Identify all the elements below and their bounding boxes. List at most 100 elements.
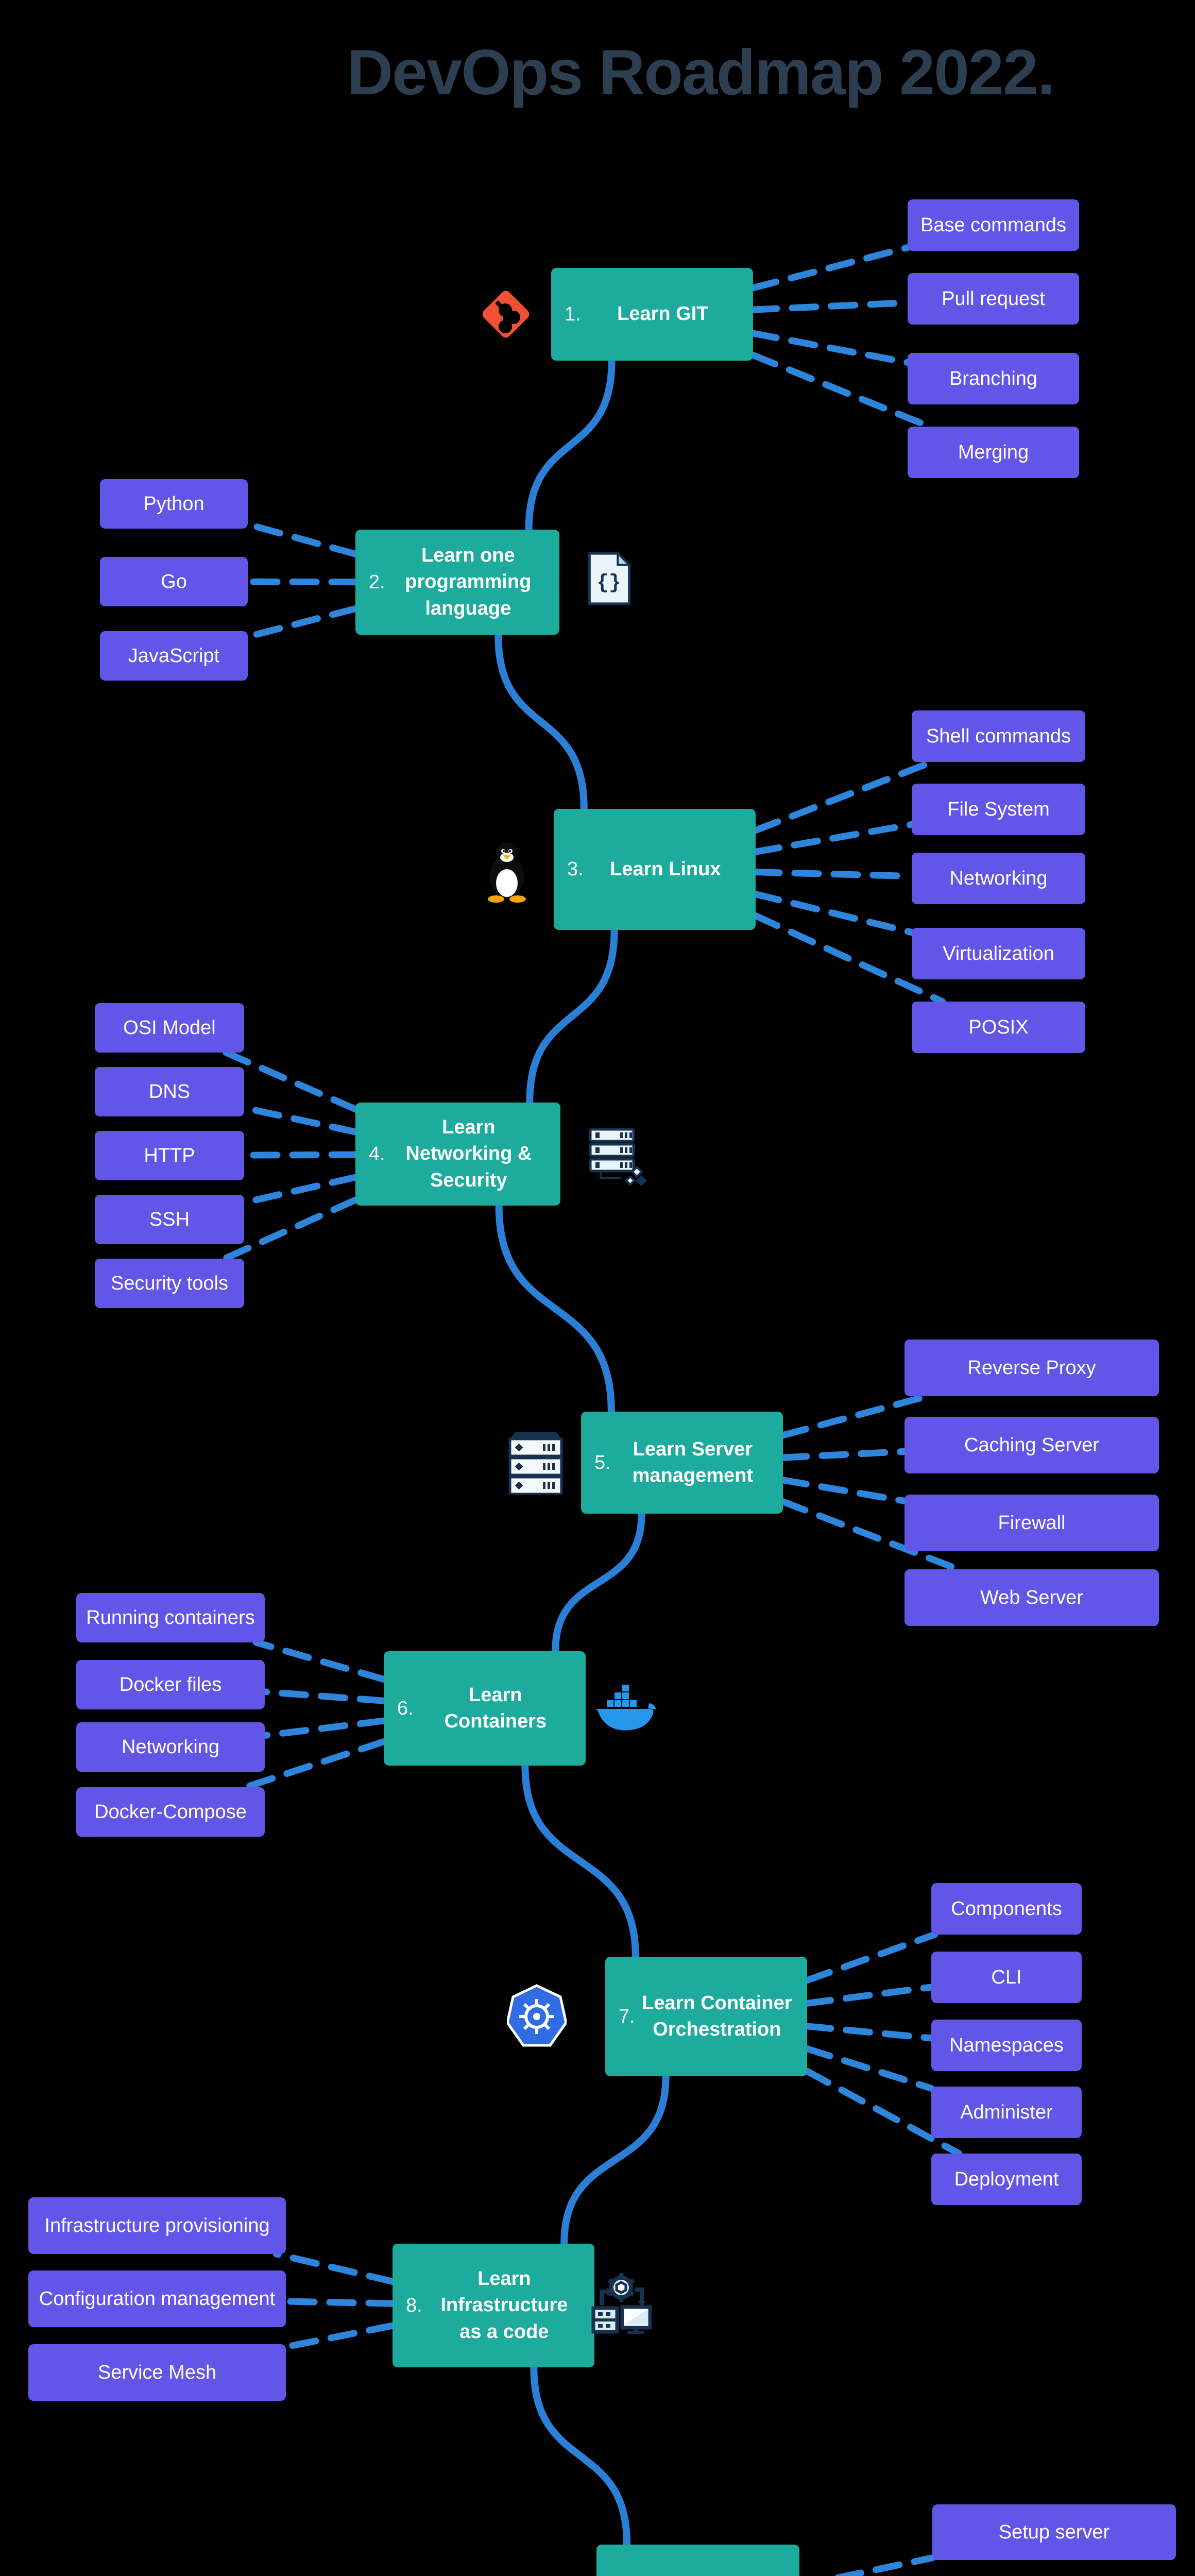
satellite-security-tools: Security tools xyxy=(95,1259,244,1308)
satellite-label: Deployment xyxy=(954,2168,1059,2190)
git-icon xyxy=(477,284,535,344)
satellite-posix: POSIX xyxy=(912,1002,1085,1053)
page-title: DevOps Roadmap 2022. xyxy=(347,37,1055,108)
node-title: Learn Server management xyxy=(632,1438,754,1486)
satellite-base-commands: Base commands xyxy=(908,199,1079,251)
satellite-label: Docker-Compose xyxy=(94,1801,247,1823)
node-title: Learn GIT xyxy=(617,303,709,325)
node-learn-git: 1. Learn GIT xyxy=(551,268,753,361)
satellite-label: Caching Server xyxy=(964,1434,1099,1456)
satellite-label: Components xyxy=(951,1897,1062,1920)
node-learn-container-orchestration: 7. Learn Container Orchestration xyxy=(605,1957,807,2076)
satellite-firewall: Firewall xyxy=(904,1495,1159,1551)
satellite-ssh: SSH xyxy=(95,1195,244,1244)
satellite-label: DNS xyxy=(148,1080,191,1103)
server-stack-icon xyxy=(507,1425,565,1495)
satellite-label: Reverse Proxy xyxy=(967,1357,1096,1379)
satellite-administer: Administer xyxy=(931,2087,1082,2138)
satellite-virtualization: Virtualization xyxy=(912,928,1085,979)
satellite-label: Merging xyxy=(958,441,1029,463)
satellite-label: Branching xyxy=(949,367,1038,389)
satellite-branching: Branching xyxy=(908,353,1079,404)
docker-icon xyxy=(593,1681,656,1732)
node-title: Learn Infrastructure as a code xyxy=(440,2268,568,2343)
satellite-docker-compose: Docker-Compose xyxy=(76,1787,265,1837)
cicd-loop-icon: CODE PLAN RELEASE BUILD TEST DEPLOY OPER… xyxy=(452,2573,579,2576)
linux-tux-icon xyxy=(481,839,533,903)
satellite-label: Shell commands xyxy=(926,725,1071,747)
satellite-label: POSIX xyxy=(968,1016,1029,1038)
kubernetes-icon xyxy=(507,1984,567,2049)
node-learn-infrastructure-as-code: 8. Learn Infrastructure as a code xyxy=(392,2244,594,2367)
satellite-label: Pull request xyxy=(942,287,1045,310)
satellite-label: Networking xyxy=(949,867,1048,889)
satellite-label: Service Mesh xyxy=(97,2361,217,2383)
node-number: 8. xyxy=(406,2294,422,2316)
node-number: 7. xyxy=(619,2005,635,2027)
satellite-infrastructure-provisioning: Infrastructure provisioning xyxy=(28,2197,286,2254)
satellite-networking: Networking xyxy=(912,853,1085,904)
satellite-deployment: Deployment xyxy=(931,2154,1082,2205)
satellite-dns: DNS xyxy=(95,1067,244,1116)
satellite-merging: Merging xyxy=(908,427,1079,478)
node-learn-linux: 3. Learn Linux xyxy=(554,809,756,930)
satellite-label: Docker files xyxy=(119,1673,222,1696)
satellite-pull-request: Pull request xyxy=(908,273,1079,325)
satellite-label: OSI Model xyxy=(123,1016,216,1039)
satellite-reverse-proxy: Reverse Proxy xyxy=(904,1340,1159,1396)
satellite-http: HTTP xyxy=(95,1131,244,1180)
node-number: 2. xyxy=(369,571,385,593)
satellite-go: Go xyxy=(100,557,248,606)
node-number: 1. xyxy=(565,303,581,325)
satellite-label: Python xyxy=(143,493,204,515)
satellite-running-containers: Running containers xyxy=(76,1593,265,1642)
satellite-label: Setup server xyxy=(998,2521,1110,2543)
infrastructure-as-code-icon xyxy=(586,2269,654,2334)
satellite-label: Configuration management xyxy=(39,2287,276,2310)
code-file-icon: {} xyxy=(585,551,633,606)
satellite-osi-model: OSI Model xyxy=(95,1003,244,1053)
node-title: Learn Container Orchestration xyxy=(642,1992,792,2040)
satellite-javascript: JavaScript xyxy=(100,631,248,681)
node-title: Learn one programming language xyxy=(405,545,532,619)
node-number: 6. xyxy=(397,1697,414,1719)
satellite-label: Security tools xyxy=(110,1272,229,1294)
satellite-label: SSH xyxy=(149,1208,190,1230)
satellite-components: Components xyxy=(931,1883,1082,1935)
node-number: 5. xyxy=(594,1451,611,1473)
satellite-shell-commands: Shell commands xyxy=(912,710,1085,762)
satellite-label: Running containers xyxy=(86,1606,255,1629)
satellite-label: HTTP xyxy=(144,1144,195,1166)
satellite-caching-server: Caching Server xyxy=(904,1417,1159,1473)
node-learn-containers: 6. Learn Containers xyxy=(384,1651,586,1766)
node-learn-cicd: 9. Learn CI/CD xyxy=(596,2545,799,2576)
node-number: 4. xyxy=(369,1143,385,1165)
satellite-cli: CLI xyxy=(931,1952,1082,2003)
node-title: Learn Linux xyxy=(610,858,721,880)
satellite-label: Base commands xyxy=(920,214,1066,236)
satellite-label: JavaScript xyxy=(128,645,220,667)
satellite-configuration-management: Configuration management xyxy=(28,2270,286,2327)
svg-text:{}: {} xyxy=(597,571,621,594)
satellite-label: Web Server xyxy=(980,1586,1083,1608)
node-learn-server-management: 5. Learn Server management xyxy=(581,1412,783,1514)
satellite-label: Go xyxy=(161,570,187,592)
node-title: Learn Containers xyxy=(444,1684,547,1732)
satellite-label: Infrastructure provisioning xyxy=(44,2214,270,2236)
node-title: Learn Networking & Security xyxy=(405,1116,532,1191)
satellite-web-server: Web Server xyxy=(904,1569,1159,1626)
satellite-label: Namespaces xyxy=(949,2034,1064,2056)
satellite-label: Networking xyxy=(121,1736,220,1758)
node-learn-networking-security: 4. Learn Networking & Security xyxy=(355,1103,560,1206)
node-number: 3. xyxy=(567,858,584,880)
satellite-label: File System xyxy=(947,798,1050,820)
satellite-label: CLI xyxy=(991,1966,1022,1988)
satellite-namespaces: Namespaces xyxy=(931,2020,1082,2071)
node-learn-programming-language: 2. Learn one programming language xyxy=(355,530,559,635)
satellite-label: Firewall xyxy=(998,1512,1066,1534)
satellite-service-mesh: Service Mesh xyxy=(28,2344,286,2401)
network-security-icon xyxy=(583,1126,648,1188)
satellite-docker-files: Docker files xyxy=(76,1660,265,1709)
satellite-label: Administer xyxy=(960,2101,1053,2123)
